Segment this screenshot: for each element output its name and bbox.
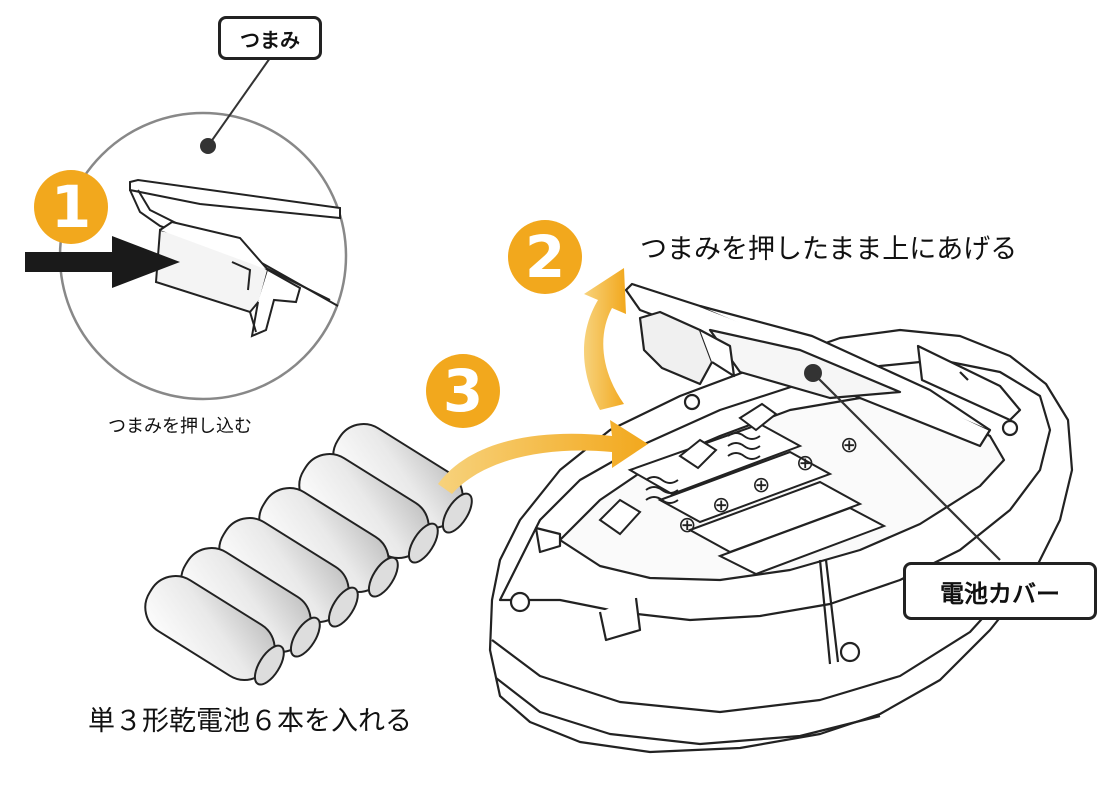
battery-cover-label-box: 電池カバー (903, 562, 1097, 620)
svg-text:⊕: ⊕ (712, 493, 730, 518)
step-3-text: 単３形乾電池６本を入れる (88, 706, 412, 737)
svg-text:⊕: ⊕ (752, 473, 770, 498)
step-1-badge: 1 (34, 170, 108, 244)
step-3-badge: 3 (426, 354, 500, 428)
battery-cover (624, 282, 1001, 561)
svg-text:⊕: ⊕ (840, 433, 858, 458)
zoom-detail-circle (58, 57, 348, 401)
lift-arrow (584, 268, 626, 410)
aa-batteries (144, 423, 473, 686)
step-2-badge: 2 (508, 220, 582, 294)
insert-arrow (438, 420, 648, 494)
svg-text:⊕: ⊕ (796, 451, 814, 476)
push-arrow (25, 236, 180, 288)
step-2-text: つまみを押したまま上にあげる (640, 234, 1018, 265)
svg-text:⊕: ⊕ (678, 513, 696, 538)
battery-cover-label: 電池カバー (940, 579, 1060, 608)
knob-label-box: つまみ (218, 16, 322, 60)
battery-slots: ⊕ ⊕ ⊕ ⊕ ⊕ (598, 402, 887, 576)
step-1-text: つまみを押し込む (108, 416, 252, 437)
knob-label: つまみ (240, 27, 300, 52)
